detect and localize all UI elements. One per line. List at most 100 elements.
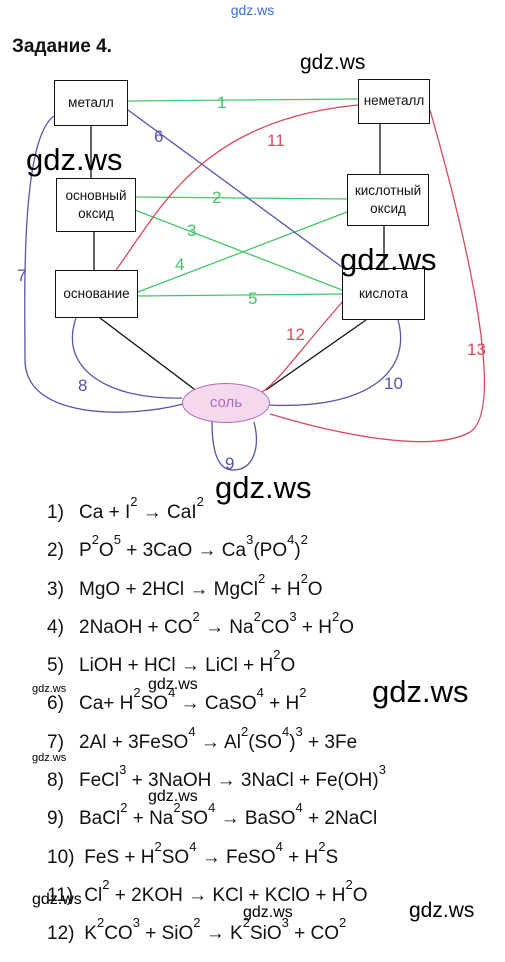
link-label-7: 7 <box>17 266 27 285</box>
link-7 <box>24 115 184 413</box>
link-label-10: 10 <box>384 374 403 393</box>
link-11 <box>115 104 359 271</box>
equation-number: 4) <box>47 616 64 638</box>
equation-text: → K <box>200 923 243 945</box>
link-label-12: 12 <box>286 325 305 344</box>
equation-number: 12) <box>47 923 75 945</box>
equation-text: SO <box>140 693 169 715</box>
equation-text: → FeSO <box>196 846 276 868</box>
node-acid-oxide-line1: кислотный <box>354 182 422 198</box>
node-basic-oxide: основный оксид <box>56 178 136 232</box>
node-acid-label: кислота <box>359 285 408 301</box>
equation-number: 3) <box>47 578 64 600</box>
equation-text: + Na <box>127 808 174 830</box>
equation-text: K <box>79 923 97 945</box>
watermark-11: gdz.ws <box>243 904 293 921</box>
node-metal-label: металл <box>68 94 114 110</box>
link-label-13: 13 <box>467 340 486 359</box>
link-8 <box>71 317 183 399</box>
equation-text: → Al <box>195 731 241 753</box>
node-base: основание <box>55 270 138 318</box>
equation-text: + H <box>282 846 319 868</box>
equation-number: 10) <box>47 846 75 868</box>
equation-text: O <box>280 655 296 677</box>
equation-text: SO <box>161 846 190 868</box>
equation-text: CO <box>104 923 133 945</box>
link-1 <box>127 98 359 102</box>
watermark-6: gdz.ws <box>148 676 198 693</box>
equation-text: ) <box>294 540 301 562</box>
equation-text: + SiO <box>139 923 194 945</box>
link-label-4: 4 <box>175 255 185 274</box>
link-5 <box>137 293 343 297</box>
equation-number: 8) <box>47 770 64 792</box>
equation-text: LiOH + HCl → LiCl + H <box>79 655 274 677</box>
equation-text: S <box>325 846 339 868</box>
line-acid-salt <box>265 319 367 391</box>
link-label-1: 1 <box>217 93 227 112</box>
equation-text: + H <box>263 693 300 715</box>
link-label-8: 8 <box>78 376 88 395</box>
link-label-5: 5 <box>248 289 258 308</box>
equation-text: FeCl <box>79 770 120 792</box>
equation-text: + 3Fe <box>302 731 358 753</box>
equation-text: → CaSO <box>175 693 257 715</box>
link-6 <box>127 109 347 271</box>
node-salt-label: соль <box>209 393 243 411</box>
link-3 <box>134 209 343 291</box>
equation-text: MgO + 2HCl → MgCl <box>79 578 258 600</box>
equation-text: → BaSO <box>215 808 296 830</box>
equation-number: 2) <box>47 540 64 562</box>
link-label-3: 3 <box>187 221 197 240</box>
link-label-6: 6 <box>154 127 164 146</box>
node-acid-oxide-line2: оксид <box>370 201 406 216</box>
equation-text: → Na <box>199 616 254 638</box>
equation-text: FeS + H <box>79 846 155 868</box>
link-9 <box>211 421 257 471</box>
node-basic-oxide-line2: оксид <box>78 206 114 221</box>
link-10 <box>267 319 402 407</box>
equation-text: SiO <box>249 923 282 945</box>
link-label-9: 9 <box>225 454 235 473</box>
equation-number: 7) <box>47 731 64 753</box>
equation-text: Ca+ H <box>79 693 134 715</box>
equation-text: Ca + I <box>79 502 131 523</box>
equation-text: P <box>79 540 92 562</box>
equation-number: 11) <box>47 884 74 906</box>
equation-text: O <box>352 884 368 906</box>
equation-text: + 3NaOH → 3NaCl + Fe(OH) <box>126 770 379 792</box>
node-nonmetal-label: неметалл <box>363 93 425 109</box>
link-12 <box>261 299 345 393</box>
watermark-9: gdz.ws <box>148 788 198 805</box>
link-4 <box>137 211 348 293</box>
reaction-diagram <box>24 98 485 471</box>
watermark-2: gdz.ws <box>26 142 123 177</box>
node-acid-oxide: кислотный оксид <box>347 174 429 226</box>
equation-number: 9) <box>47 808 64 830</box>
link-13 <box>269 109 485 443</box>
link-2 <box>134 196 348 200</box>
equation-number: 6) <box>47 693 64 715</box>
watermark-5: gdz.ws <box>32 683 67 695</box>
equation-text: SO <box>180 808 209 830</box>
equation-number: 5) <box>47 655 64 677</box>
equation-text: Cl <box>79 884 103 906</box>
line-base-salt <box>99 317 199 393</box>
watermark-3: gdz.ws <box>340 242 437 277</box>
watermark-1: gdz.ws <box>300 51 366 74</box>
node-base-label: основание <box>63 285 130 301</box>
equation-text: + 2KOH → KCl + KClO + H <box>109 884 346 906</box>
task-title: Задание 4. <box>12 36 112 57</box>
equation-text: + 3CaO → Ca <box>120 540 247 562</box>
equation-text: 2NaOH + CO <box>79 616 193 638</box>
equation-text: 2Al + 3FeSO <box>79 731 189 753</box>
equation-text: → CaI <box>137 502 197 523</box>
